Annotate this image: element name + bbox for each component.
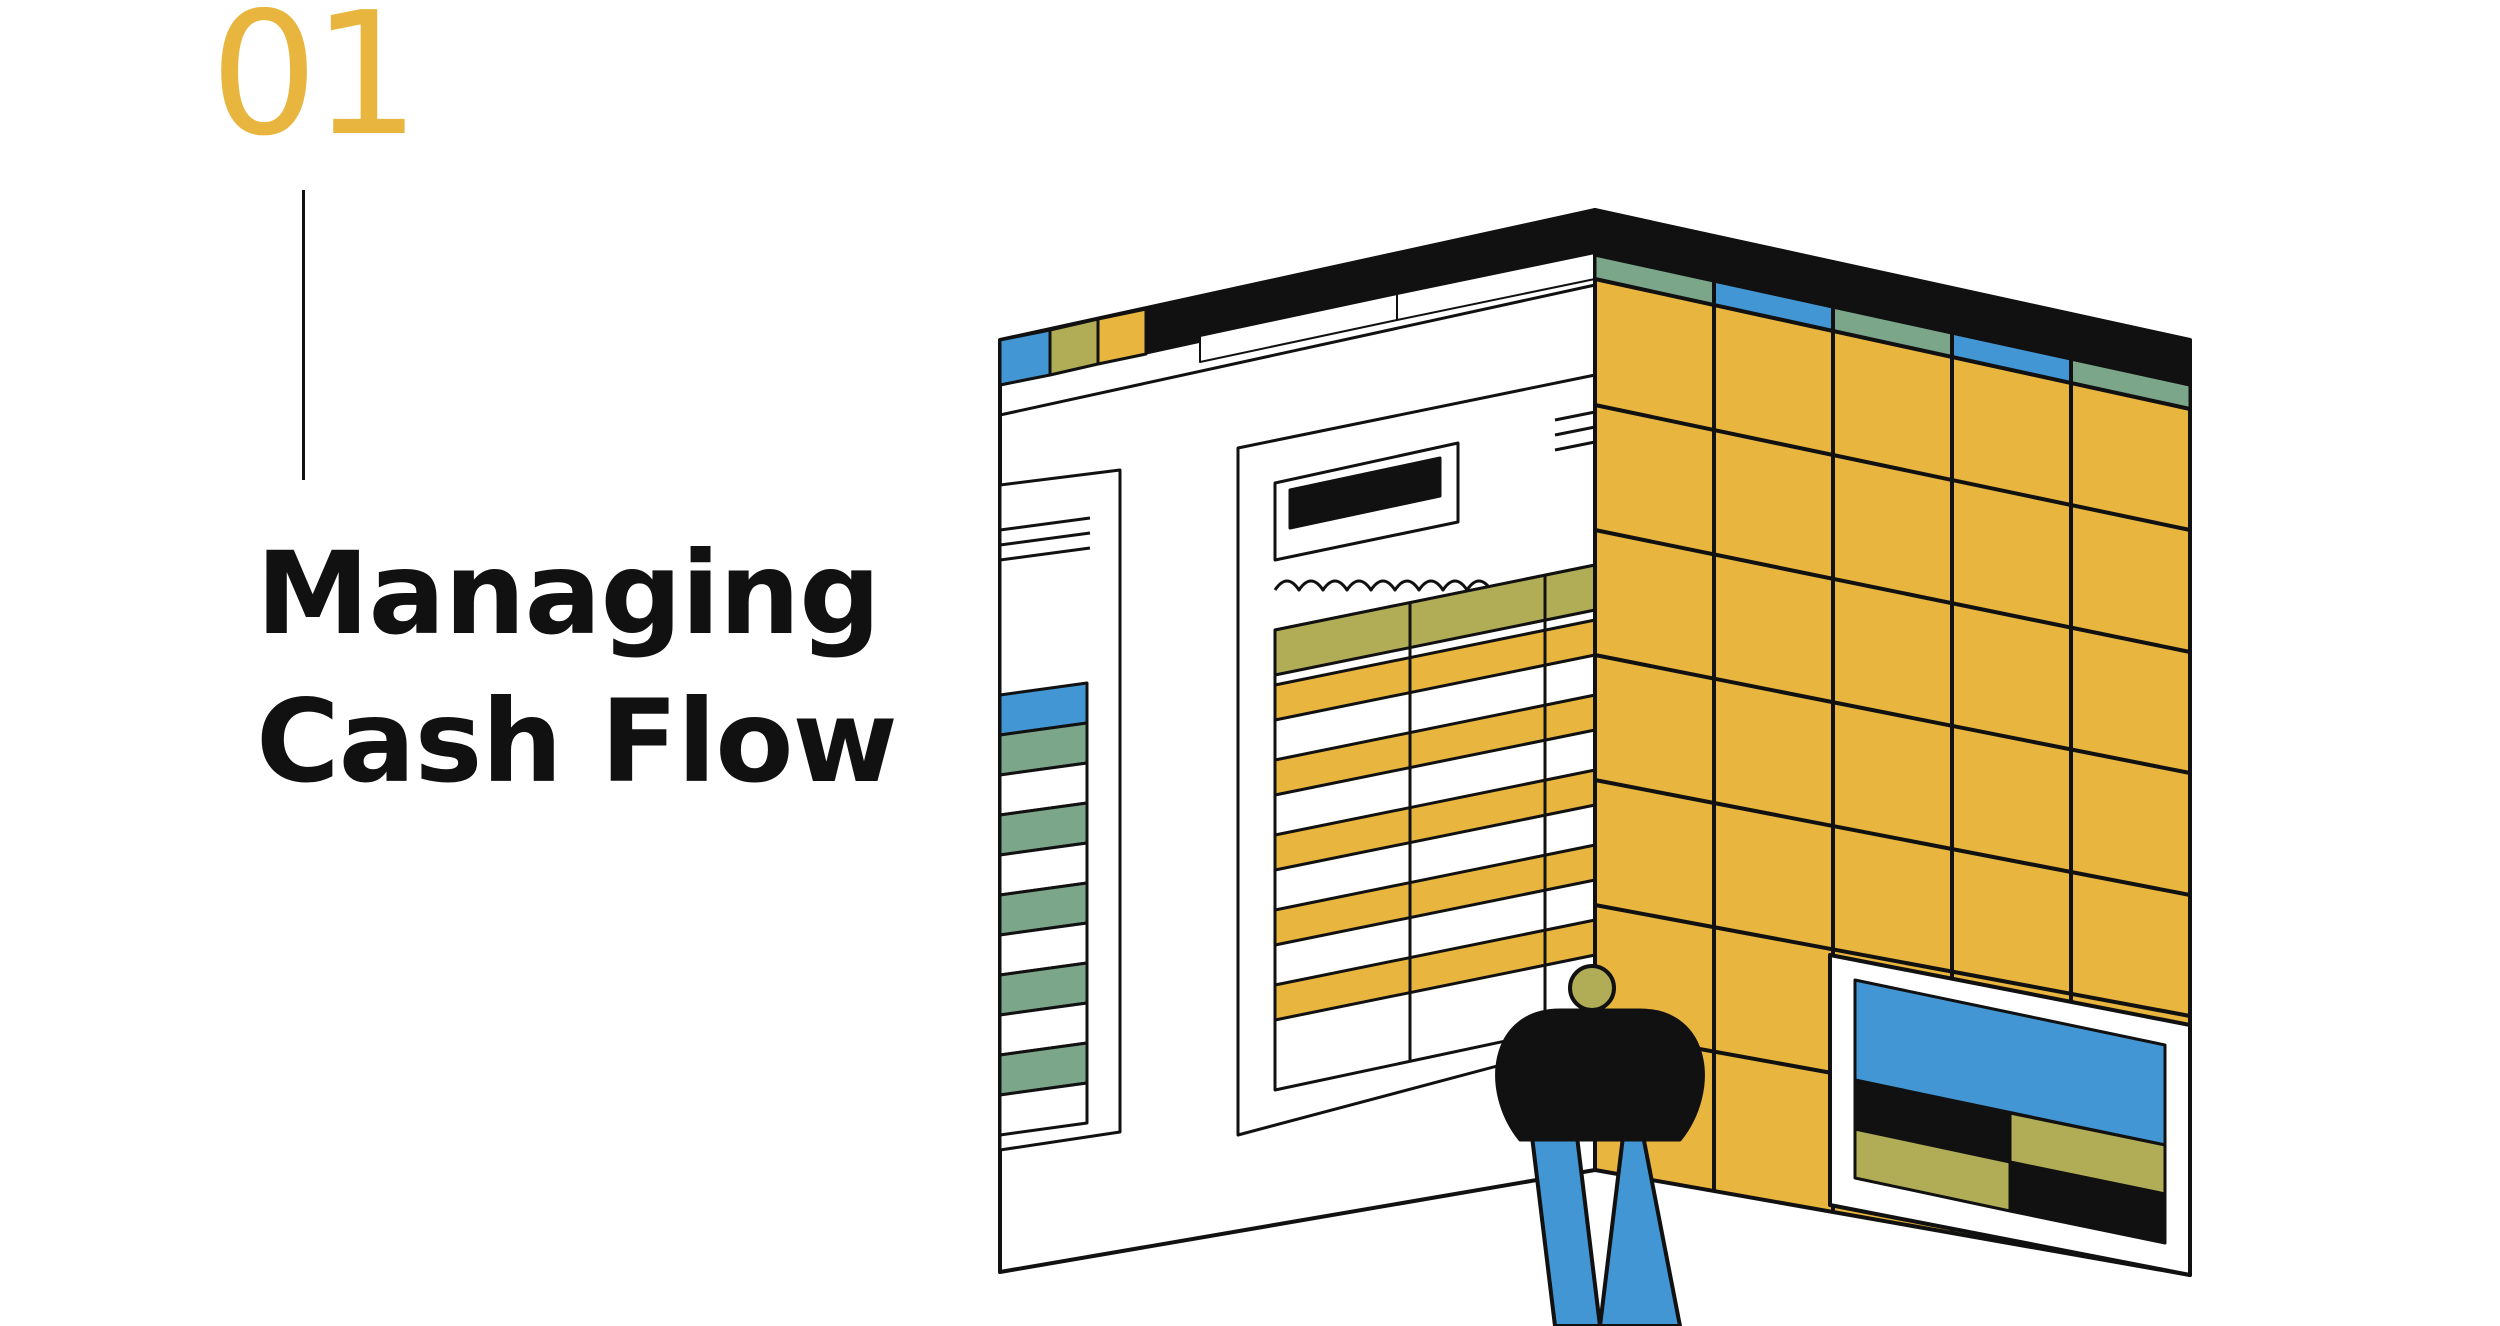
chart-card xyxy=(1828,953,2192,1277)
right-panel xyxy=(1593,208,2192,1277)
title-line-1: Managing xyxy=(256,527,881,660)
document-card xyxy=(1236,373,1597,1137)
person-figure xyxy=(1495,964,1705,1326)
page-title: Managing Cash Flow xyxy=(256,520,898,816)
title-line-2: Cash Flow xyxy=(256,675,898,808)
divider-line xyxy=(302,190,305,480)
side-list xyxy=(998,468,1122,1152)
section-number: 01 xyxy=(210,0,420,174)
left-panel xyxy=(998,208,1597,1274)
